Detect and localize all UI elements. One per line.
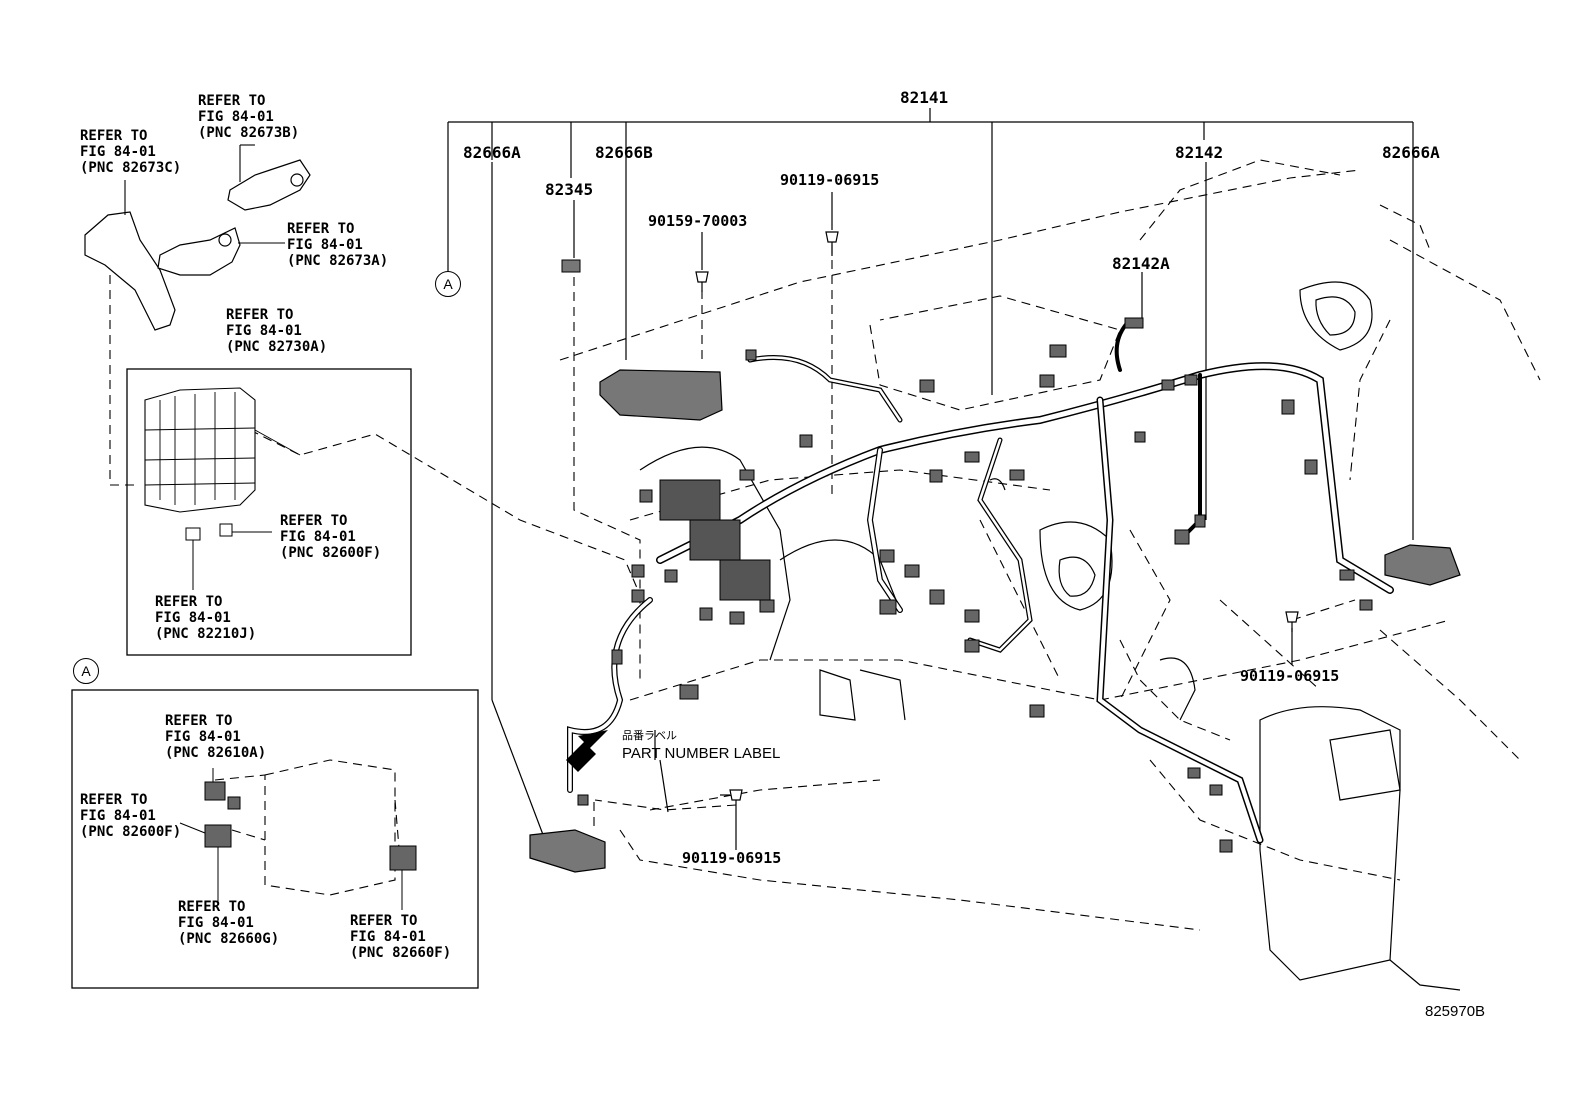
- part-82666a-left: 82666A: [463, 143, 521, 162]
- callout-a-marker: A: [435, 271, 461, 297]
- part-number-label-en: PART NUMBER LABEL: [622, 745, 781, 762]
- callout-a-box-marker: A: [73, 658, 99, 684]
- part-90119-06915-right: 90119-06915: [1240, 667, 1340, 685]
- part-82142: 82142: [1175, 143, 1224, 162]
- part-82666b: 82666B: [595, 143, 653, 162]
- part-number-label-jp: 品番ラベル: [622, 730, 677, 742]
- part-90159-70003: 90159-70003: [648, 212, 748, 230]
- part-82666a-right: 82666A: [1382, 143, 1440, 162]
- part-90119-06915-bottom: 90119-06915: [682, 849, 782, 867]
- part-82142a: 82142A: [1112, 254, 1170, 273]
- part-82141: 82141: [900, 88, 949, 107]
- part-90119-06915-top: 90119-06915: [780, 171, 880, 189]
- figure-id: 825970B: [1425, 1003, 1486, 1020]
- part-82345: 82345: [545, 180, 594, 199]
- part-label-arrow: [566, 730, 608, 772]
